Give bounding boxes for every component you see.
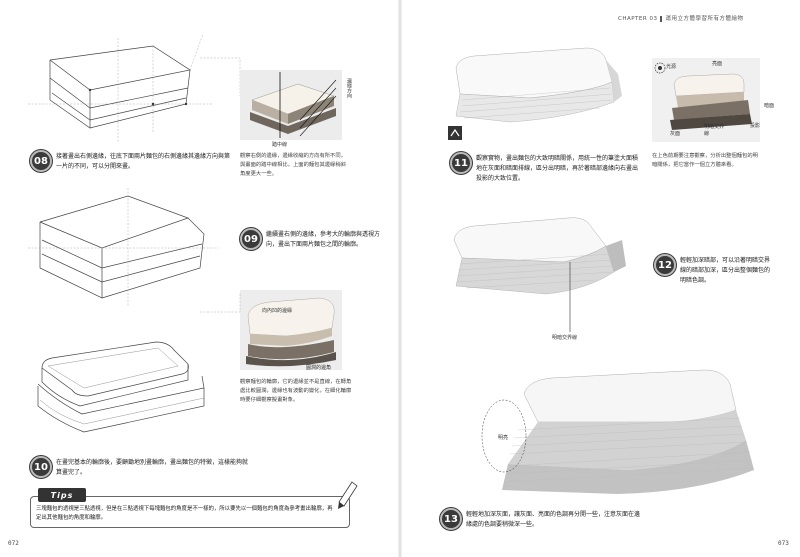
sketch-13: [481, 369, 755, 494]
step-number-09: 09: [240, 228, 262, 250]
light-source-icon: [654, 62, 666, 74]
reference-photo-10: [240, 290, 342, 370]
label-rounded-corner: 圓潤的邊角: [306, 365, 332, 371]
sketch-09: [28, 188, 218, 306]
note-11: 在上色前期要注意觀察，分析出整個麵包的明暗關係，把它當作一個立方體來看。: [652, 153, 758, 168]
step-09: 09 繼續畫右側的邊緣，參考大的輪廓與透視方向，畫出下面兩片麵包之間的輪廓。: [240, 228, 380, 250]
header-divider: [660, 15, 663, 22]
step-12: 12 輕輕加深暗部，可以沿著明暗交界線的暗部加深，區分出整個麵包的明暗色調。: [654, 254, 774, 286]
callout-line-08: [200, 57, 241, 96]
step-text-10: 在畫完基本的輪廓後，要顧鋤地別畫輪廓，畫出麵包的特徵，這樣能夠就算畫完了。: [56, 459, 249, 476]
step-number-12: 12: [654, 254, 676, 276]
label-highlight: 亮面: [712, 61, 723, 67]
pencil-icon: [338, 481, 358, 509]
reference-photo-08: [240, 70, 342, 140]
step-number-13: 13: [440, 508, 462, 530]
sketch-08: [28, 33, 213, 143]
step-number-11: 11: [450, 152, 472, 174]
step-text-08: 接著畫出右側邊緣，往底下面兩片麵包的右側邊緣其邊緣方向與第一片的不同，可以分開來…: [56, 153, 231, 170]
callout-line-10: [200, 292, 241, 313]
label-light-source: 光源: [666, 64, 677, 70]
label-edge-direction: 邊緣方向: [346, 78, 352, 98]
label-center-line: 踏中線: [272, 142, 288, 148]
label-terminator-2: 明暗交界線: [552, 335, 578, 341]
note-08: 觀察右側的邊緣，邊緣收縮的方向有所不同，與畫面的踏中線相比，上面的麵包其邊緣稍斜…: [240, 153, 346, 177]
label-inward-edge: 向內凹的邊緣: [262, 308, 293, 314]
folio-left: 072: [8, 540, 19, 547]
tips-tag: Tips: [38, 488, 86, 502]
label-dark: 暗面: [764, 103, 775, 109]
label-bright-part: 明亮: [498, 435, 509, 441]
label-terminator: 明暗交界線: [704, 124, 725, 137]
chapter-header: CHAPTER 03 運用立方體學習所有方體繪物: [618, 14, 743, 22]
sketch-12: [453, 217, 626, 332]
folio-right: 073: [778, 540, 789, 547]
step-text-09: 繼續畫右側的邊緣，參考大的輪廓與透視方向，畫出下面兩片麵包之間的輪廓。: [266, 231, 381, 248]
label-shadow: 投影: [750, 123, 761, 129]
sketch-11: [455, 47, 622, 123]
step-text-11: 觀察實物，畫出麵包的大致明暗關係，用統一性的筆塗大面積地在灰面和暗面排線，區分出…: [476, 155, 639, 182]
sketch-10: [37, 341, 205, 433]
step-text-13: 輕輕地加深灰面，讓灰面、亮面的色調再分開一些，注意灰面在邊緣處的色調要稍微深一些…: [466, 511, 641, 528]
tips-text: 三塊麵包的透視是三點透視，但是在三點透視下每塊麵包的角度是不一樣的，所以要先以一…: [36, 506, 333, 521]
note-10: 觀察麵包的輪廓，它的邊緣並不是直線，在轉角處比較圓潤，邊緣也有波動的變化，在細化…: [240, 379, 352, 403]
step-08: 08 接著畫出右側邊緣，往底下面兩片麵包的右側邊緣其邊緣方向與第一片的不同，可以…: [30, 150, 230, 172]
light-bulb-icon: [448, 126, 462, 140]
step-13: 13 輕輕地加深灰面，讓灰面、亮面的色調再分開一些，注意灰面在邊緣處的色調要稍微…: [440, 508, 640, 530]
step-11: 11 觀察實物，畫出麵包的大致明暗關係，用統一性的筆塗大面積地在灰面和暗面排線，…: [450, 152, 640, 184]
reference-photo-11: [652, 58, 760, 142]
label-gray: 灰面: [670, 131, 681, 137]
page-gutter: [398, 0, 402, 557]
chapter-number: CHAPTER 03: [618, 16, 658, 22]
step-number-08: 08: [30, 150, 52, 172]
step-10: 10 在畫完基本的輪廓後，要顧鋤地別畫輪廓，畫出麵包的特徵，這樣能夠就算畫完了。: [30, 456, 250, 478]
step-text-12: 輕輕加深暗部，可以沿著明暗交界線的暗部加深，區分出整個麵包的明暗色調。: [680, 257, 771, 284]
step-number-10: 10: [30, 456, 52, 478]
chapter-title: 運用立方體學習所有方體繪物: [665, 16, 744, 22]
